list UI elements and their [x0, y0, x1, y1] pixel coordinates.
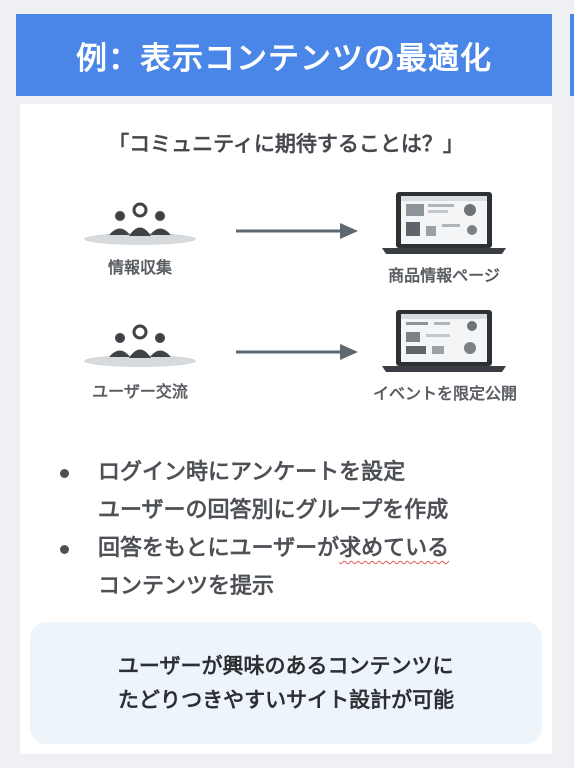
flow-source-label: ユーザー交流 [92, 382, 188, 401]
summary-line: ユーザーが興味のあるコンテンツに [117, 654, 454, 678]
spellcheck-underline-text: 求めている [339, 536, 450, 561]
flow-source-label: 情報収集 [107, 258, 172, 277]
bullet-line-text: 回答をもとにユーザーが [98, 536, 340, 561]
bullet-line: 回答をもとにユーザーが求めている [98, 530, 546, 568]
group-people-icon [82, 324, 198, 368]
laptop-icon [380, 190, 508, 256]
summary-text: ユーザーが興味のあるコンテンツに たどりつきやすいサイト設計が可能 [118, 649, 454, 717]
bullet-list: ログイン時にアンケートを設定 ユーザーの回答別にグループを作成 回答をもとにユー… [56, 454, 546, 606]
flow-arrow-icon [236, 221, 358, 241]
content-card: 「コミュニティに期待することは？」 情報収集 [20, 104, 552, 754]
bullet-line: ログイン時にアンケートを設定 [98, 460, 406, 485]
flow-target-label: 商品情報ページ [388, 266, 500, 285]
page-title-banner: 例：表示コンテンツの最適化 [16, 14, 552, 96]
flow-arrow-icon [236, 342, 358, 362]
laptop-icon [380, 308, 508, 374]
summary-line: たどりつきやすいサイト設計が可能 [117, 688, 455, 712]
list-item: 回答をもとにユーザーが求めている コンテンツを提示 [56, 530, 546, 606]
adjacent-slide-edge [570, 14, 574, 96]
bullet-dot-icon [60, 469, 69, 478]
flow-target-label: イベントを限定公開 [372, 384, 517, 403]
summary-box: ユーザーが興味のあるコンテンツに たどりつきやすいサイト設計が可能 [30, 622, 542, 744]
question-heading: 「コミュニティに期待することは？」 [108, 132, 464, 156]
list-item: ログイン時にアンケートを設定 ユーザーの回答別にグループを作成 [56, 454, 546, 530]
bullet-line: コンテンツを提示 [98, 574, 275, 599]
group-people-icon [82, 202, 198, 246]
page-title: 例：表示コンテンツの最適化 [76, 40, 492, 77]
bullet-line: ユーザーの回答別にグループを作成 [98, 498, 449, 523]
bullet-dot-icon [60, 545, 69, 554]
